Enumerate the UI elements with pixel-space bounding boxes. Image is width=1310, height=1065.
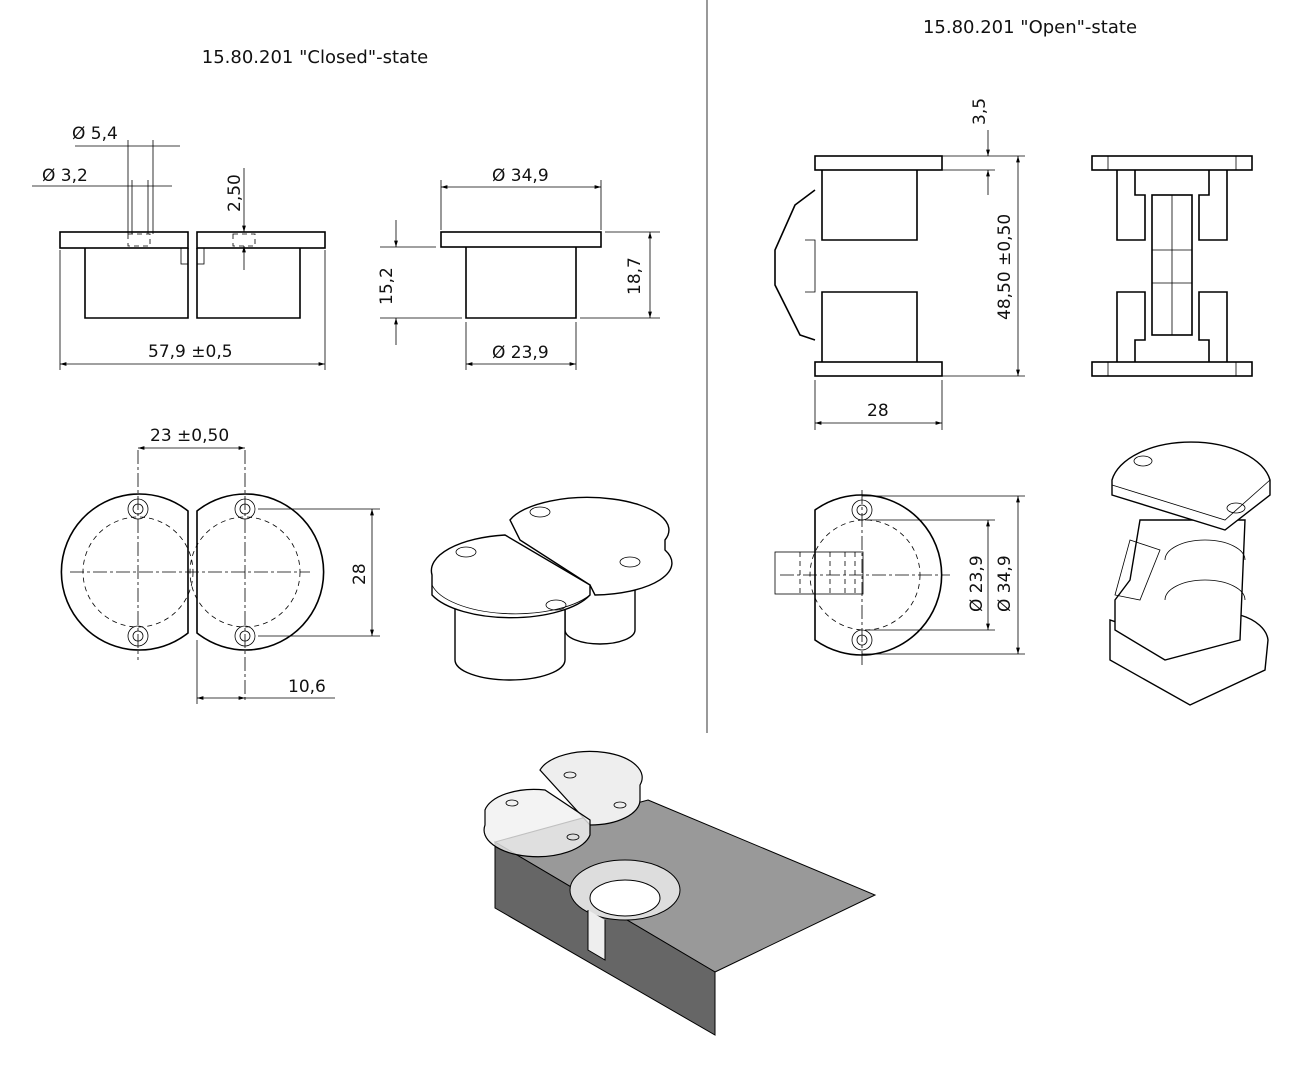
dim-plate-thickness-3-5: 3,5	[970, 98, 990, 125]
closed-top-view	[60, 446, 380, 704]
dim-hole-spacing-23: 23 ±0,50	[150, 426, 229, 446]
dim-hole-diameter-5-4: Ø 5,4	[72, 124, 118, 144]
dim-open-body-diameter-23-9: Ø 23,9	[967, 555, 987, 612]
open-front-view	[774, 130, 1025, 430]
mounted-isometric-view	[483, 750, 877, 1036]
dim-open-height-48-50: 48,50 ±0,50	[995, 214, 1015, 320]
open-isometric-view	[1109, 441, 1271, 706]
dim-body-height-15-2: 15,2	[377, 267, 397, 305]
dim-plate-diameter-34-9: Ø 34,9	[492, 166, 549, 186]
dim-offset-10-6: 10,6	[288, 677, 326, 697]
dim-body-diameter-23-9: Ø 23,9	[492, 343, 549, 363]
closed-front-view	[32, 140, 326, 370]
dim-hole-diameter-3-2: Ø 3,2	[42, 166, 88, 186]
dim-overall-width-57-9: 57,9 ±0,5	[148, 342, 233, 362]
dim-recess-depth-2-50: 2,50	[225, 174, 245, 212]
dim-open-width-28: 28	[867, 401, 889, 421]
closed-isometric-view	[430, 496, 673, 681]
closed-side-view	[380, 180, 660, 370]
open-top-view	[774, 490, 1025, 665]
dim-total-height-18-7: 18,7	[625, 257, 645, 295]
dim-open-plate-diameter-34-9: Ø 34,9	[995, 555, 1015, 612]
open-side-view	[1091, 155, 1253, 377]
open-state-title: 15.80.201 "Open"-state	[923, 17, 1137, 38]
closed-state-title: 15.80.201 "Closed"-state	[202, 47, 428, 68]
dim-hole-distance-28: 28	[350, 563, 370, 585]
